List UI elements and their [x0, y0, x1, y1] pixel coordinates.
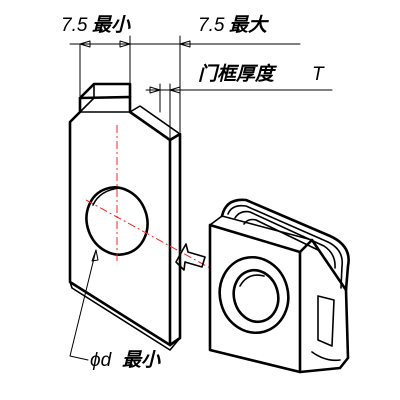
clip-boss-inner: [232, 268, 280, 324]
clip-front-plate: [208, 223, 302, 374]
dimension-offset-max: 7.5 最大: [129, 14, 301, 133]
clip-side-lip: [311, 351, 341, 362]
panel-side-top: [129, 105, 181, 135]
clip-spring-inner-1: [227, 204, 344, 289]
clip-spring-outer: [220, 198, 350, 292]
dimension-hole-diameter: ϕd 最小: [69, 249, 161, 371]
panel-front-face: [68, 95, 172, 347]
insertion-arrow-icon: [175, 243, 206, 271]
axial-centerline: [85, 199, 211, 269]
panel-bottom-edge: [69, 281, 181, 351]
panel-hole-depth: [92, 187, 121, 206]
clip-boss-outer: [218, 255, 290, 335]
clip-spring-inner-2: [234, 210, 336, 269]
panel-side-edge: [168, 132, 182, 347]
clip-side-slot: [317, 295, 335, 347]
frame-thickness-label: 门框厚度: [198, 63, 277, 85]
panel-hole: [85, 186, 149, 256]
frame-thickness-symbol: T: [312, 64, 325, 85]
clip-side-leg: [298, 238, 350, 374]
offset-min-suffix: 最小: [92, 14, 131, 36]
clip-boss-thread: [239, 274, 265, 287]
offset-max-value: 7.5: [198, 15, 225, 36]
offset-min-value: 7.5: [61, 15, 88, 36]
dimension-frame-thickness: 门框厚度 T: [145, 63, 333, 139]
offset-max-suffix: 最大: [229, 14, 269, 36]
hole-suffix: 最小: [122, 349, 161, 371]
clip-spring-inner-3: [243, 218, 319, 251]
panel-top-flange-inner: [79, 83, 95, 113]
frame-panel: [68, 82, 182, 351]
clip-nut: [208, 198, 350, 374]
hole-symbol: ϕd: [90, 350, 113, 371]
